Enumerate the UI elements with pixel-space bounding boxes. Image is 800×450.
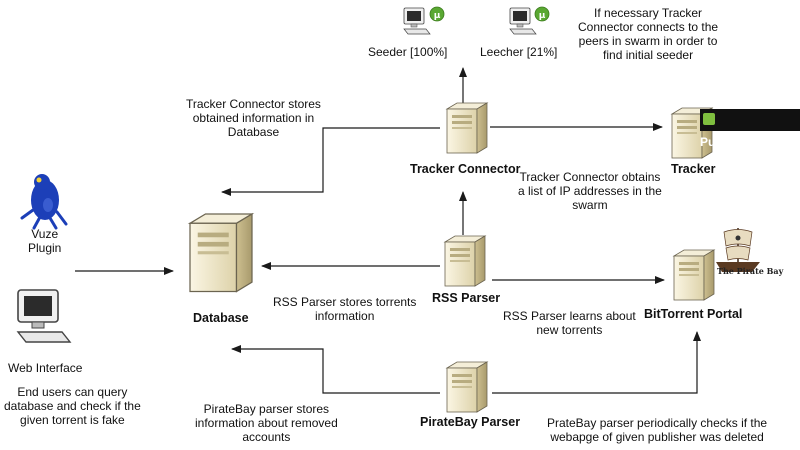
portal-server-icon [673,249,715,301]
note-piratebay-checks: PrateBay parser periodically checks if t… [547,416,767,444]
note-line: Tracker Connector stores [186,97,321,111]
note-rss-stores: RSS Parser stores torrents information [273,295,416,323]
note-line: a list of IP addresses in the [518,184,662,198]
note-line: End users can query [17,385,128,399]
note-line: PirateBay parser stores [203,402,330,416]
arrow-connector-to-database [221,127,440,196]
pirate-bay-ship-icon [716,228,760,272]
note-line: database and check if the [4,399,141,413]
tracker-label: Tracker [671,162,716,176]
note-line: obtained information in [192,111,315,125]
web-interface-label: Web Interface [8,361,83,375]
public-bittorrent-logo-part1: Public [700,135,737,149]
public-bittorrent-mark-icon [703,113,715,125]
note-line: information about removed [195,416,338,430]
note-line: Connector connects to the [578,20,719,34]
note-end-users: End users can query database and check i… [4,385,141,427]
note-line: information [315,309,375,323]
bittorrent-portal-label: BitTorrent Portal [644,307,743,321]
leecher-utorrent-icon: µ [534,6,550,22]
database-label: Database [193,311,249,325]
note-line: RSS Parser stores torrents [273,295,417,309]
database-server-icon [189,213,253,293]
vuze-plugin-label-line2: Plugin [28,241,62,255]
piratebay-parser-label: PirateBay Parser [420,415,521,429]
note-line: If necessary Tracker [594,6,703,20]
pirate-bay-logo-text: The Pirate Bay [717,266,784,276]
note-line: swarm [572,198,608,212]
note-line: given torrent is fake [20,413,125,427]
note-swarm-connect: If necessary Tracker Connector connects … [578,6,718,62]
web-interface-computer-icon [17,289,71,343]
public-bittorrent-logo-part2: BitTorrent [736,135,788,149]
note-line: accounts [242,430,291,444]
note-tracker-stores: Tracker Connector stores obtained inform… [186,97,321,139]
note-line: new torrents [536,323,603,337]
note-line: Tracker Connector obtains [519,170,661,184]
svg-text:µ: µ [434,11,441,21]
leecher-computer-icon [509,7,537,35]
public-bittorrent-logo: PublicBitTorrent [700,109,800,149]
rss-parser-label: RSS Parser [432,291,501,305]
seeder-label: Seeder [100%] [368,45,448,59]
note-piratebay-stores: PirateBay parser stores information abou… [195,402,338,444]
seeder-computer-icon [403,7,431,35]
vuze-frog-icon [20,174,68,230]
arrow-piratebay-to-portal [492,331,701,394]
piratebay-parser-server-icon [446,361,488,413]
note-line: Database [227,125,280,139]
tracker-connector-server-icon [446,102,488,154]
arrow-piratebay-to-database [231,345,440,394]
note-line: PrateBay parser periodically checks if t… [547,416,768,430]
note-line: peers in swarm in order to [578,34,718,48]
vuze-plugin-label: Vuze Plugin [28,227,61,255]
note-tracker-obtains: Tracker Connector obtains a list of IP a… [518,170,662,212]
svg-text:µ: µ [539,11,546,21]
note-rss-learns: RSS Parser learns about new torrents [503,309,636,337]
vuze-plugin-label-line1: Vuze [31,227,59,241]
leecher-label: Leecher [21%] [480,45,558,59]
seeder-utorrent-icon: µ [429,6,445,22]
note-line: RSS Parser learns about [503,309,636,323]
tracker-connector-label: Tracker Connector [410,162,521,176]
note-line: webapge of given publisher was deleted [550,430,764,444]
note-line: find initial seeder [603,48,694,62]
rss-parser-server-icon [444,235,486,287]
